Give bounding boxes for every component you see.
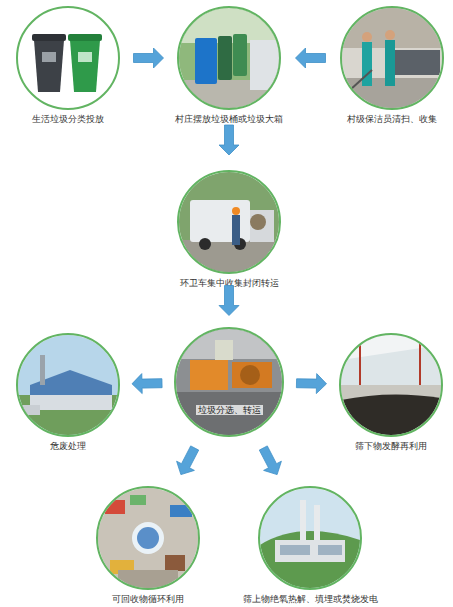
photo-circle bbox=[177, 170, 281, 274]
photo-circle bbox=[339, 333, 443, 437]
flow-arrow bbox=[134, 48, 164, 68]
flow-arrow bbox=[219, 125, 239, 155]
photo-circle: 垃圾分选、转运 bbox=[174, 327, 284, 437]
recyclables-photo bbox=[98, 488, 198, 588]
arrow-shape bbox=[219, 125, 239, 155]
step-label: 可回收物循环利用 bbox=[78, 594, 218, 605]
compost-greenhouse-photo bbox=[341, 335, 441, 435]
step-label: 筛下物发酵再利用 bbox=[331, 441, 451, 452]
arrow-shape bbox=[259, 446, 281, 475]
flow-arrow bbox=[132, 374, 162, 394]
sorting-plant-photo bbox=[176, 329, 282, 435]
photo-circle bbox=[96, 486, 200, 590]
bins-photo bbox=[18, 8, 118, 108]
flow-step: 环卫车集中收集封闭转运 bbox=[159, 170, 299, 289]
flow-step: 生活垃圾分类投放 bbox=[3, 6, 133, 125]
flow-arrow bbox=[259, 446, 281, 475]
step-label: 垃圾分选、转运 bbox=[196, 405, 263, 415]
flow-step: 危废处理 bbox=[8, 333, 128, 452]
photo-circle bbox=[258, 486, 362, 590]
photo-circle bbox=[340, 6, 444, 110]
photo-circle bbox=[16, 6, 120, 110]
photo-circle bbox=[177, 6, 281, 110]
photo-circle bbox=[16, 333, 120, 437]
step-label: 筛上物绝氧热解、填埋或焚烧发电 bbox=[230, 594, 390, 605]
flow-step: 村庄摆放垃圾桶或垃圾大箱 bbox=[159, 6, 299, 125]
flow-arrow bbox=[177, 446, 199, 475]
roadside-bins-photo bbox=[179, 8, 280, 108]
flow-step: 垃圾分选、转运 bbox=[169, 327, 289, 437]
flow-step: 村级保洁员清扫、收集 bbox=[332, 6, 452, 125]
cleaners-photo bbox=[342, 8, 442, 108]
label-holder: 垃圾分选、转运 bbox=[176, 405, 282, 416]
step-label: 环卫车集中收集封闭转运 bbox=[159, 278, 299, 289]
arrow-shape bbox=[132, 374, 162, 394]
hazardous-plant-photo bbox=[18, 335, 118, 435]
power-plant-photo bbox=[260, 488, 360, 588]
step-label: 村庄摆放垃圾桶或垃圾大箱 bbox=[159, 114, 299, 125]
flow-arrow bbox=[219, 286, 239, 316]
flow-step: 筛下物发酵再利用 bbox=[331, 333, 451, 452]
arrow-shape bbox=[296, 48, 326, 68]
step-label: 生活垃圾分类投放 bbox=[3, 114, 133, 125]
arrow-shape bbox=[134, 48, 164, 68]
arrow-shape bbox=[296, 374, 326, 394]
garbage-truck-photo bbox=[179, 172, 279, 272]
step-label: 村级保洁员清扫、收集 bbox=[332, 114, 452, 125]
arrow-shape bbox=[177, 446, 199, 475]
flow-arrow bbox=[296, 374, 326, 394]
arrow-shape bbox=[219, 286, 239, 316]
flow-step: 筛上物绝氧热解、填埋或焚烧发电 bbox=[230, 486, 390, 605]
flow-arrow bbox=[296, 48, 326, 68]
step-label: 危废处理 bbox=[8, 441, 128, 452]
flow-step: 可回收物循环利用 bbox=[78, 486, 218, 605]
